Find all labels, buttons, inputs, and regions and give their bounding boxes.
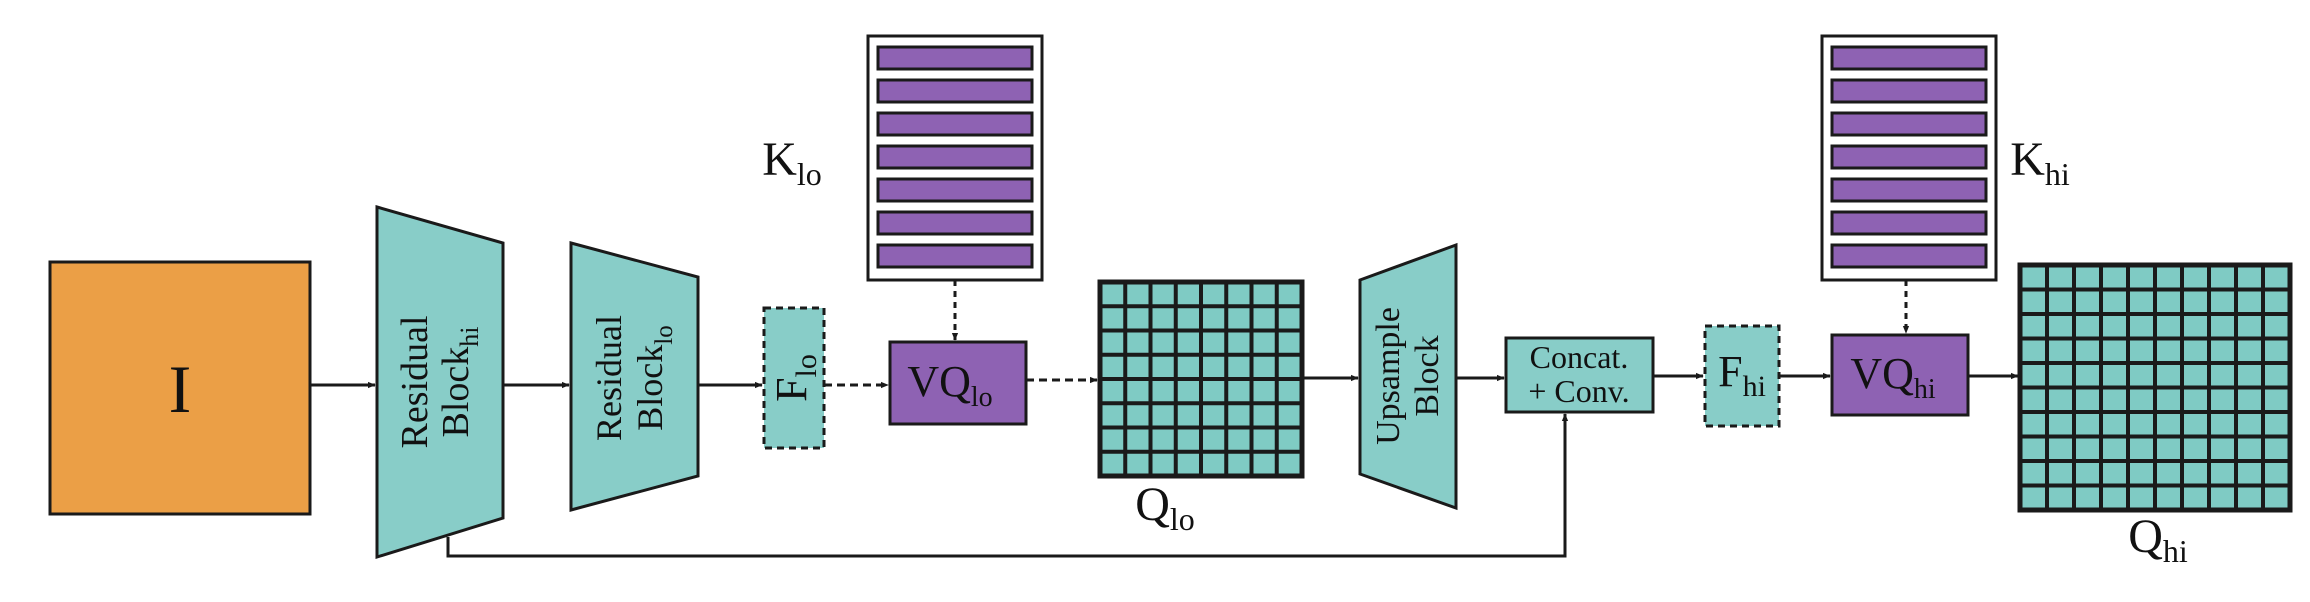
- codebook-lo-entry: [876, 45, 1034, 71]
- input-label: I: [169, 351, 192, 427]
- vq-lo-box: VQlo: [888, 340, 1028, 426]
- codebook-lo-entry: [876, 177, 1034, 203]
- codebook-hi-entry: [1830, 45, 1988, 71]
- residual-lo-subscript: lo: [651, 325, 678, 344]
- vq-hi-box: VQhi: [1830, 333, 1970, 417]
- feature-lo-label: Flo: [767, 354, 823, 402]
- upsample-block: Upsample Block: [1358, 242, 1458, 511]
- codebook-lo-entry: [876, 111, 1034, 137]
- codebook-hi-entry: [1830, 111, 1988, 137]
- connections: [310, 280, 2019, 558]
- codebook-hi: Khi: [1820, 34, 2070, 282]
- residual-block-lo: Residual Blocklo: [569, 241, 700, 512]
- quantized-lo-grid: Qlo: [1097, 279, 1305, 537]
- vq-hi-label: VQhi: [1850, 349, 1936, 405]
- codebook-hi-entry: [1830, 243, 1988, 269]
- residual-lo-line2: Blocklo: [630, 325, 678, 430]
- codebook-lo-rows: [876, 45, 1034, 269]
- codebook-lo-entry: [876, 243, 1034, 269]
- input-image-box: I: [48, 260, 312, 516]
- quantized-hi-label: Qhi: [2128, 510, 2188, 569]
- codebook-hi-entry: [1830, 78, 1988, 104]
- residual-lo-line1: Residual: [589, 315, 629, 441]
- codebook-hi-entry: [1830, 144, 1988, 170]
- codebook-lo-entry: [876, 210, 1034, 236]
- concat-line1: Concat.: [1530, 339, 1629, 375]
- residual-hi-subscript: hi: [455, 326, 484, 346]
- quantized-hi-grid: Qhi: [2017, 262, 2293, 569]
- concat-line2: + Conv.: [1528, 373, 1629, 409]
- feature-lo-box: Flo: [762, 306, 826, 450]
- quantized-lo-label: Qlo: [1135, 478, 1195, 537]
- vq-lo-label: VQlo: [907, 357, 992, 413]
- feature-hi-label: Fhi: [1718, 347, 1766, 403]
- codebook-hi-entry: [1830, 177, 1988, 203]
- residual-hi-line1: Residual: [394, 316, 436, 449]
- upsample-line1: Upsample: [1370, 307, 1407, 445]
- codebook-hi-label: Khi: [2010, 133, 2070, 192]
- codebook-lo: Klo: [762, 34, 1044, 282]
- feature-hi-box: Fhi: [1703, 324, 1781, 428]
- codebook-lo-entry: [876, 144, 1034, 170]
- codebook-hi-rows: [1830, 45, 1988, 269]
- codebook-lo-label: Klo: [762, 133, 822, 192]
- codebook-hi-entry: [1830, 210, 1988, 236]
- residual-block-hi: Residual Blockhi: [375, 205, 505, 560]
- upsample-line2: Block: [1409, 335, 1446, 416]
- codebook-lo-entry: [876, 78, 1034, 104]
- residual-hi-line2: Blockhi: [435, 326, 484, 437]
- skip-connection-reshi-to-concat: [446, 413, 1569, 558]
- concat-conv-box: Concat. + Conv.: [1504, 336, 1655, 414]
